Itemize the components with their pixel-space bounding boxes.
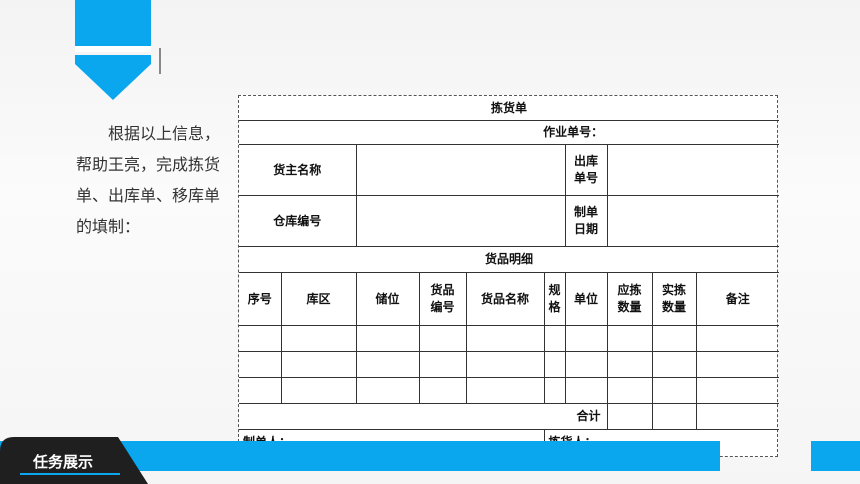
footer-band-right: [811, 441, 860, 471]
footer-tab-shape: [0, 437, 148, 484]
owner-value-cell[interactable]: [355, 144, 566, 196]
table-row: [239, 351, 780, 378]
table-cell[interactable]: [564, 325, 608, 352]
outbound-no-value-cell[interactable]: [606, 144, 780, 196]
table-cell[interactable]: [418, 377, 467, 404]
form-title: 拣货单: [239, 96, 780, 121]
table-cell[interactable]: [695, 325, 780, 352]
table-cell[interactable]: [418, 351, 467, 378]
order-no-label: 作业单号：: [239, 120, 780, 145]
warehouse-no-value-cell[interactable]: [355, 195, 566, 247]
chevron-badge-icon: [75, 0, 151, 100]
col-seq: 序号: [239, 272, 282, 326]
table-cell[interactable]: [695, 351, 780, 378]
col-zone: 库区: [280, 272, 357, 326]
col-name: 货品名称: [465, 272, 545, 326]
col-spec: 规格: [543, 272, 566, 326]
table-row: [239, 377, 780, 404]
table-cell[interactable]: [280, 325, 357, 352]
table-cell[interactable]: [239, 325, 282, 352]
picking-form-table: 拣货单 作业单号： 货主名称 出库单号 仓库编号 制单日期 货品明细 序号 库区…: [239, 96, 780, 455]
table-cell[interactable]: [543, 325, 566, 352]
title-divider: [159, 48, 161, 74]
table-row: [239, 325, 780, 352]
outbound-no-label: 出库单号: [564, 144, 608, 196]
table-cell[interactable]: [695, 377, 780, 404]
col-required-qty: 应拣数量: [606, 272, 653, 326]
col-code: 货品编号: [418, 272, 467, 326]
table-cell[interactable]: [465, 325, 545, 352]
total-required-cell[interactable]: [606, 403, 653, 430]
col-remark: 备注: [695, 272, 780, 326]
instruction-paragraph: 根据以上信息，帮助王亮，完成拣货单、出库单、移库单的填制：: [76, 124, 221, 236]
made-date-label: 制单日期: [564, 195, 608, 247]
table-cell[interactable]: [280, 351, 357, 378]
table-cell[interactable]: [543, 351, 566, 378]
made-date-value-cell[interactable]: [606, 195, 780, 247]
total-label: 合计: [239, 403, 608, 430]
col-actual-qty: 实拣数量: [651, 272, 697, 326]
picking-sheet: 拣货单 作业单号： 货主名称 出库单号 仓库编号 制单日期 货品明细 序号 库区…: [238, 95, 780, 457]
col-unit: 单位: [564, 272, 608, 326]
table-cell[interactable]: [465, 351, 545, 378]
table-cell[interactable]: [355, 351, 420, 378]
table-cell[interactable]: [651, 325, 697, 352]
table-cell[interactable]: [418, 325, 467, 352]
detail-title: 货品明细: [239, 246, 780, 273]
table-cell[interactable]: [239, 377, 282, 404]
table-cell[interactable]: [606, 377, 653, 404]
table-cell[interactable]: [606, 325, 653, 352]
footer-tab-label: 任务展示: [33, 453, 94, 471]
table-cell[interactable]: [651, 351, 697, 378]
owner-label: 货主名称: [239, 144, 357, 196]
table-cell[interactable]: [564, 351, 608, 378]
table-cell[interactable]: [543, 377, 566, 404]
total-remark-cell[interactable]: [695, 403, 780, 430]
total-actual-cell[interactable]: [651, 403, 697, 430]
table-cell[interactable]: [355, 325, 420, 352]
warehouse-no-label: 仓库编号: [239, 195, 357, 247]
col-slot: 储位: [355, 272, 420, 326]
table-cell[interactable]: [606, 351, 653, 378]
table-cell[interactable]: [239, 351, 282, 378]
table-cell[interactable]: [651, 377, 697, 404]
table-cell[interactable]: [564, 377, 608, 404]
table-cell[interactable]: [280, 377, 357, 404]
table-cell[interactable]: [465, 377, 545, 404]
table-cell[interactable]: [355, 377, 420, 404]
